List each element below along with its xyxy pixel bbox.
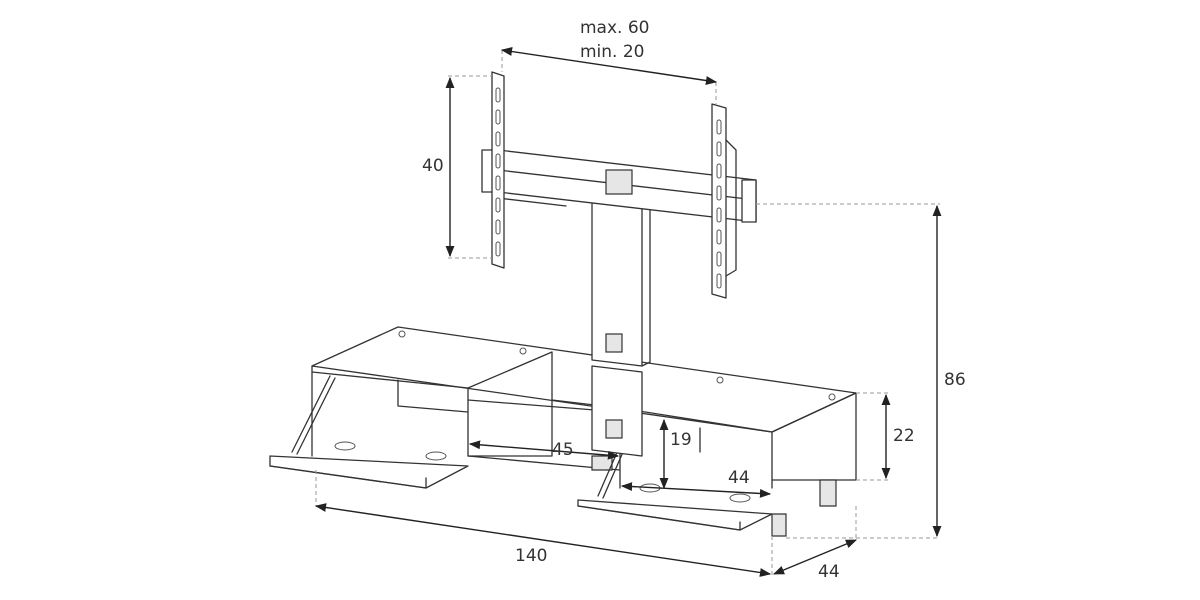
dimension-arrows [314, 47, 942, 577]
left-flap [269, 375, 469, 489]
front-foot [771, 513, 787, 537]
vesa-max-label: max. 60 [580, 18, 650, 38]
depth-label: 44 [818, 562, 840, 582]
vesa-min-label: min. 20 [580, 42, 645, 62]
glass-top [311, 326, 857, 433]
bracket-height-label: 40 [422, 156, 444, 176]
total-height-label: 86 [944, 370, 966, 390]
vesa-width-arrow [500, 47, 718, 85]
right-foot [819, 479, 837, 507]
left-vesa-arm [491, 71, 505, 269]
depth-arrow [772, 539, 858, 575]
total-width-arrow [314, 503, 772, 577]
right-vesa-arm [711, 103, 737, 299]
cable-port-upper [605, 333, 623, 353]
compartment-width-label: 44 [728, 468, 750, 488]
total-width-label: 140 [515, 546, 548, 566]
left-cabinet [311, 351, 553, 457]
shelf-width-label: 45 [552, 440, 574, 460]
central-column [591, 199, 651, 457]
column-foot [591, 455, 613, 471]
cabinet-height-label: 22 [893, 426, 915, 446]
inner-height-label: 19 [670, 430, 692, 450]
extension-guides [315, 50, 940, 576]
cable-port-lower [605, 419, 623, 439]
right-cabinet [619, 392, 857, 481]
compartment-width-arrow [620, 482, 772, 498]
shelf-width-arrow [468, 440, 620, 460]
mounting-rail [481, 149, 757, 223]
